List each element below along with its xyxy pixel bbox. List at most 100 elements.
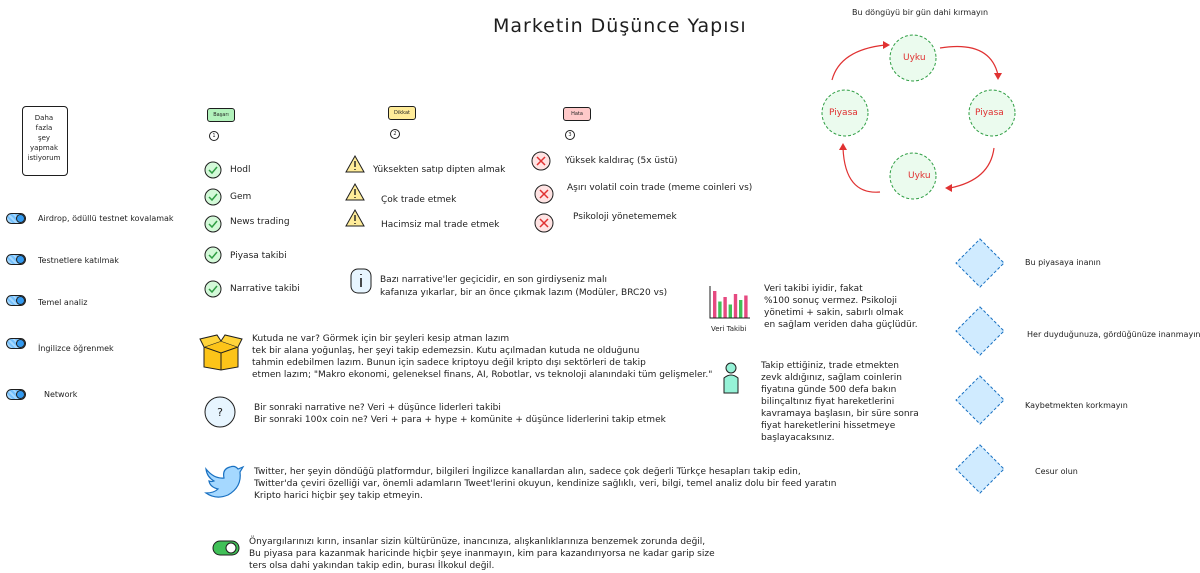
svg-text:?: ? [217, 406, 223, 419]
chart-bar [739, 300, 743, 318]
diamond-item: Kaybetmekten korkmayın [1025, 401, 1128, 410]
warning-icon [345, 154, 365, 173]
cycle-diagram [821, 34, 1016, 200]
chart-bar [718, 301, 722, 318]
left-list-item: Temel analiz [38, 298, 88, 307]
check-icon [204, 280, 222, 298]
twitter-text-line: Twitter'da çeviri özelliği var, önemli a… [254, 479, 837, 489]
chart-text-line: Veri takibi iyidir, fakat [764, 284, 863, 294]
badge-num-error: 3 [565, 130, 575, 140]
toggle-icon[interactable] [6, 338, 26, 349]
toggle-icon[interactable] [6, 389, 26, 400]
diamond-item: Bu piyasaya inanın [1025, 258, 1101, 267]
toggle-icon[interactable] [6, 295, 26, 306]
toggle-text-line: Önyargılarınızı kırın, insanlar sizin kü… [249, 537, 706, 547]
left-list-item: Network [44, 390, 78, 399]
badge-num-warning: 2 [390, 129, 400, 139]
check-icon [204, 161, 222, 179]
left-list-item: Testnetlere katılmak [38, 256, 119, 265]
diamond-icon [955, 444, 1005, 494]
side-note-line-5: istiyorum [27, 154, 61, 162]
twitter-text-line: Kripto harici hiçbir şey takip etmeyin. [254, 491, 423, 501]
person-text-line: fiyatına günde 500 defa bakın [761, 385, 897, 395]
check-icon [204, 215, 222, 233]
success-item: Piyasa takibi [230, 251, 287, 261]
box-icon [199, 334, 243, 371]
warning-icon [345, 208, 365, 227]
chart-bar [723, 297, 727, 318]
error-icon [534, 184, 554, 204]
badge-error: Hata [563, 107, 591, 121]
chart-text-line: %100 sonuç vermez. Psikoloji [764, 296, 898, 306]
diamond-icon [955, 375, 1005, 425]
chart-bar [713, 291, 717, 318]
toggle-on-icon[interactable] [212, 540, 240, 556]
toggle-icon[interactable] [6, 254, 26, 265]
side-note-card [22, 106, 68, 176]
person-text-line: fiyat hareketlerini hissetmeye [761, 421, 896, 431]
badge-success: Başarı [207, 108, 235, 122]
cycle-caption: Bu döngüyü bir gün dahi kırmayın [852, 8, 989, 17]
warning-item: Çok trade etmek [381, 195, 457, 205]
cycle-node-left: Piyasa [829, 108, 858, 118]
success-item: Narrative takibi [230, 284, 300, 294]
info-icon [350, 268, 372, 294]
check-icon [204, 246, 222, 264]
person-text-line: başlayacaksınız. [761, 433, 835, 443]
diamond-item: Cesur olun [1035, 467, 1078, 476]
chart-bar [728, 304, 732, 318]
question-text-line: Bir sonraki 100x coin ne? Veri + para + … [254, 415, 666, 425]
check-icon [204, 188, 222, 206]
warning-icon [345, 182, 365, 201]
diamond-icon [955, 238, 1005, 288]
error-item: Aşırı volatil coin trade (meme coinleri … [567, 183, 753, 193]
chart-bar [744, 295, 748, 318]
person-text-line: kavramaya başlasın, bir süre sonra [761, 409, 919, 419]
question-text-line: Bir sonraki narrative ne? Veri + düşünce… [254, 403, 501, 413]
chart-icon [709, 286, 750, 319]
success-item: News trading [230, 217, 290, 227]
badge-num-success: 1 [209, 131, 219, 141]
cycle-node-bottom: Uyku [908, 171, 931, 181]
box-text-line: tahmin edebilmen lazım. Bunun için sadec… [252, 358, 646, 368]
cycle-node-top: Uyku [903, 53, 926, 63]
box-text-line: tek bir alana yoğunlaş, her şeyi takip e… [252, 346, 640, 356]
warning-item: Hacimsiz mal trade etmek [381, 220, 500, 230]
side-note-line-2: fazla [35, 124, 53, 132]
box-text-line: Kutuda ne var? Görmek için bir şeyleri k… [252, 334, 510, 344]
chart-label: Veri Takibi [711, 325, 747, 333]
error-icon [531, 151, 551, 171]
person-icon [723, 362, 739, 394]
left-list-item: Airdrop, ödüllü testnet kovalamak [38, 214, 174, 223]
error-item: Yüksek kaldıraç (5x üstü) [565, 156, 678, 166]
left-list-item: İngilizce öğrenmek [38, 344, 114, 353]
error-item: Psikoloji yönetememek [573, 212, 677, 222]
diamond-icon [955, 306, 1005, 356]
twitter-bird-icon [204, 465, 245, 498]
person-text-line: bilinçaltınız fiyat hareketlerini [761, 397, 895, 407]
error-icon [534, 213, 554, 233]
cycle-node-right: Piyasa [975, 108, 1004, 118]
badge-warning: Dikkat [388, 106, 416, 120]
side-note-line-4: yapmak [29, 144, 59, 152]
chart-text-line: en sağlam veriden daha güçlüdür. [764, 320, 918, 330]
diamond-item: Her duyduğunuza, gördüğünüze inanmayın [1027, 330, 1200, 339]
box-text-line: etmen lazım; "Makro ekonomi, geleneksel … [252, 370, 713, 380]
toggle-text-line: ters olsa dahi yakından takip edin, bura… [249, 561, 495, 571]
success-item: Gem [230, 192, 252, 202]
toggle-icon[interactable] [6, 213, 26, 224]
person-text-line: Takip ettiğiniz, trade etmekten [761, 361, 899, 371]
page-title: Marketin Düşünce Yapısı [493, 15, 747, 37]
chart-text-line: yönetimi + sakin, sabırlı olmak [764, 308, 904, 318]
chart-bar [733, 294, 738, 318]
side-note-line-3: şey [37, 134, 51, 142]
side-note-line-1: Daha [34, 114, 54, 122]
info-text-line: Bazı narrative'ler geçicidir, en son gir… [380, 275, 607, 285]
success-item: Hodl [230, 165, 251, 175]
warning-item: Yüksekten satıp dipten almak [373, 165, 506, 175]
person-text-line: zevk aldığınız, sağlam coinlerin [761, 373, 902, 383]
twitter-text-line: Twitter, her şeyin döndüğü platformdur, … [254, 467, 801, 477]
toggle-text-line: Bu piyasa para kazanmak haricinde hiçbir… [249, 549, 715, 559]
info-text-line: kafanıza yıkarlar, bir an önce çıkmak la… [380, 288, 668, 298]
question-icon: ? [204, 396, 236, 428]
